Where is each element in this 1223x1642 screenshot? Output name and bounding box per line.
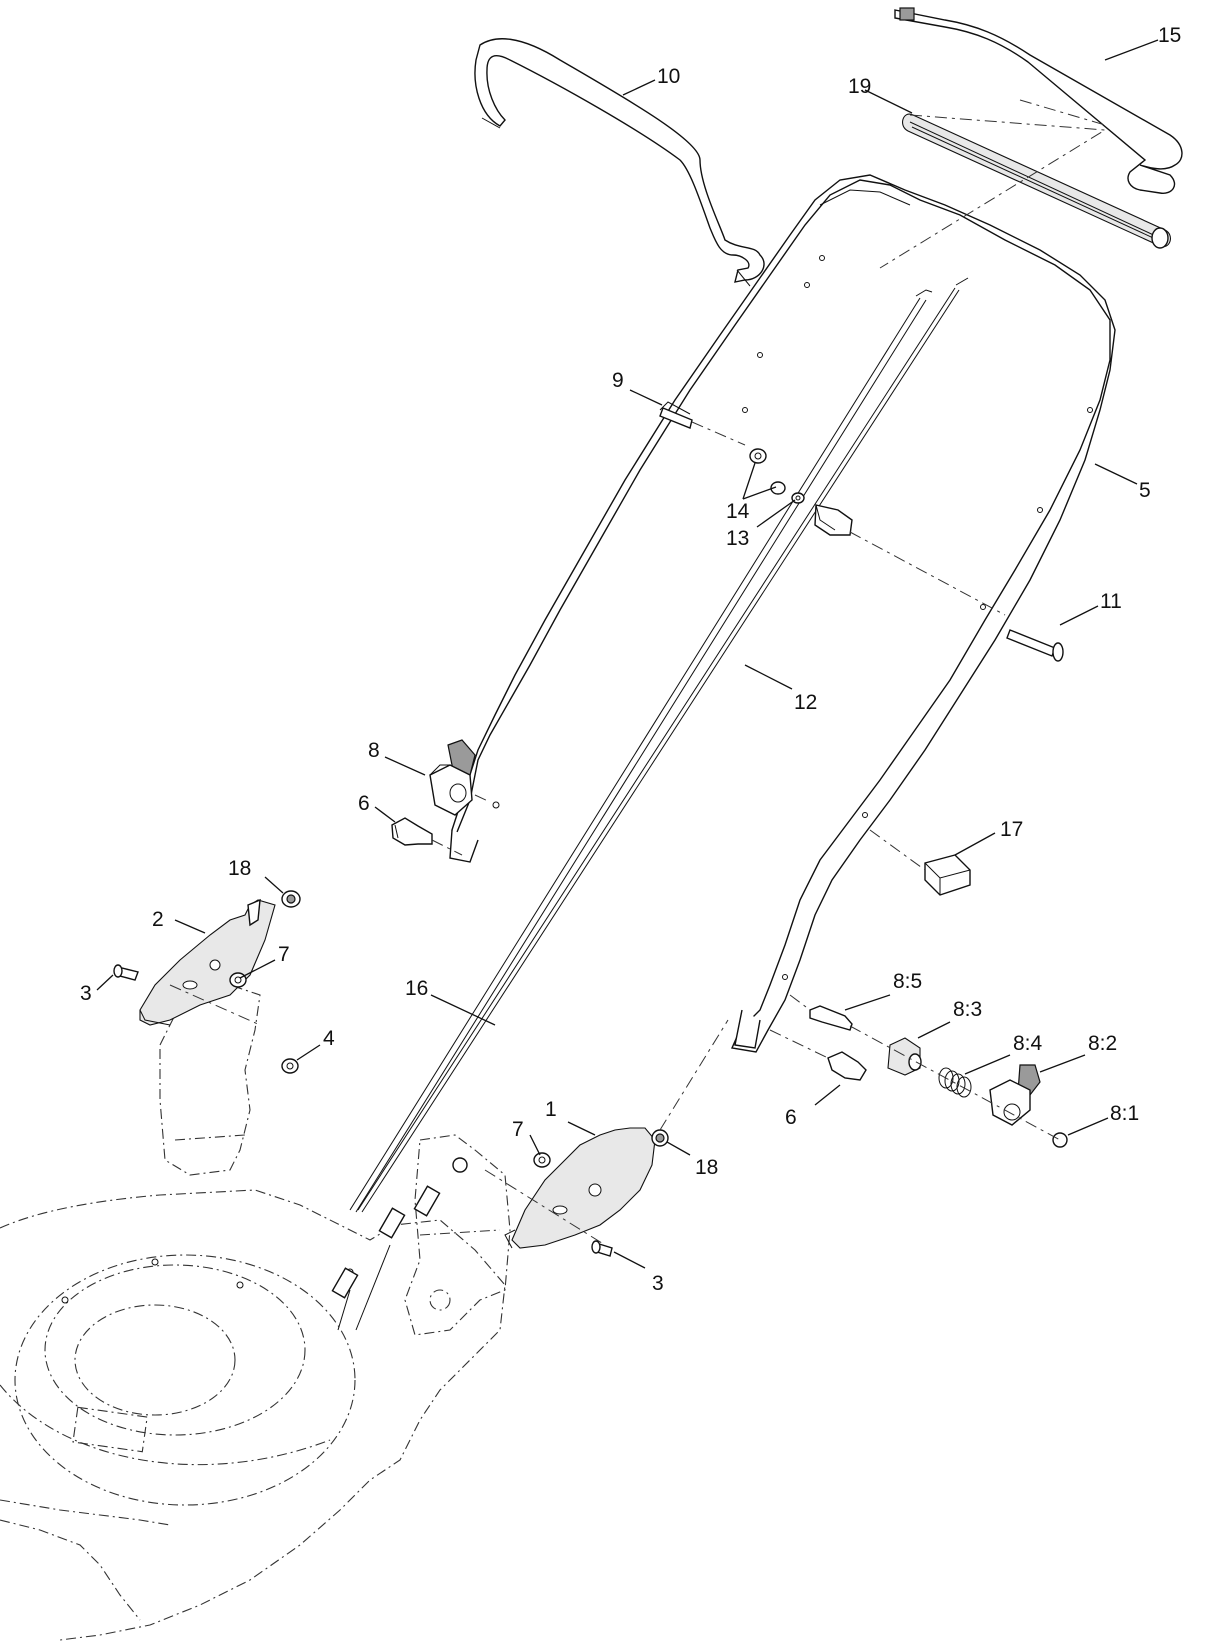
mower-deck-phantom bbox=[0, 984, 511, 1641]
bolt-6-right bbox=[769, 1029, 867, 1081]
handle-knob-8 bbox=[429, 739, 491, 816]
callout-1: 1 bbox=[545, 1098, 557, 1121]
callout-18-right: 18 bbox=[695, 1156, 718, 1179]
callout-3-right: 3 bbox=[652, 1272, 664, 1295]
handle-grip bbox=[879, 113, 1171, 269]
bolt-6-left bbox=[391, 817, 463, 856]
callout-9: 9 bbox=[612, 369, 624, 392]
callout-8: 8 bbox=[368, 739, 380, 762]
bracket-2 bbox=[139, 898, 276, 1026]
washer-18-left bbox=[281, 890, 301, 908]
screw-3-left bbox=[113, 964, 139, 981]
callout-4: 4 bbox=[323, 1027, 335, 1050]
bolt-11 bbox=[1006, 629, 1064, 662]
callout-6-right: 6 bbox=[785, 1106, 797, 1129]
leader-lines bbox=[96, 39, 1159, 1269]
callout-8-2: 8:2 bbox=[1088, 1032, 1117, 1055]
callout-13: 13 bbox=[726, 527, 749, 550]
callout-12: 12 bbox=[794, 691, 817, 714]
bracket-1 bbox=[484, 1127, 656, 1249]
callout-19: 19 bbox=[848, 75, 871, 98]
callout-16: 16 bbox=[405, 977, 428, 1000]
callout-18-left: 18 bbox=[228, 857, 251, 880]
callout-17: 17 bbox=[1000, 818, 1023, 841]
nut-7-right bbox=[533, 1152, 551, 1168]
washer-18-right bbox=[651, 1019, 729, 1147]
callout-8-4: 8:4 bbox=[1013, 1032, 1043, 1055]
callout-3-left: 3 bbox=[80, 982, 92, 1005]
cable-16 bbox=[331, 1185, 441, 1331]
screw-3-right bbox=[591, 1240, 613, 1257]
bail-bar-15 bbox=[894, 7, 1183, 194]
knob-assembly-8-right bbox=[789, 994, 1068, 1148]
callout-6-left: 6 bbox=[358, 792, 370, 815]
callout-2: 2 bbox=[152, 908, 164, 931]
nut-7-left bbox=[229, 972, 247, 988]
cable-guide-block bbox=[814, 504, 1006, 616]
callout-10: 10 bbox=[657, 65, 680, 88]
upper-handle bbox=[449, 174, 1116, 1053]
nuts-washers-14-13 bbox=[749, 448, 805, 504]
pin-9 bbox=[659, 401, 746, 446]
callout-5: 5 bbox=[1139, 479, 1151, 502]
callout-11: 11 bbox=[1100, 590, 1122, 613]
callout-8-1: 8:1 bbox=[1110, 1102, 1139, 1125]
callout-8-5: 8:5 bbox=[893, 970, 922, 993]
nut-4 bbox=[281, 1058, 299, 1074]
nut-right-small bbox=[452, 1157, 468, 1173]
callout-8-3: 8:3 bbox=[953, 998, 982, 1021]
callout-7-right: 7 bbox=[512, 1118, 524, 1141]
callout-15: 15 bbox=[1158, 24, 1181, 47]
callout-labels: 10 19 15 9 5 14 13 11 12 8 6 17 18 2 7 3… bbox=[80, 24, 1181, 1295]
callout-7-left: 7 bbox=[278, 943, 290, 966]
part-17 bbox=[869, 829, 971, 896]
cable-rods bbox=[349, 277, 969, 1213]
bail-bar bbox=[474, 38, 765, 287]
callout-14: 14 bbox=[726, 500, 750, 523]
